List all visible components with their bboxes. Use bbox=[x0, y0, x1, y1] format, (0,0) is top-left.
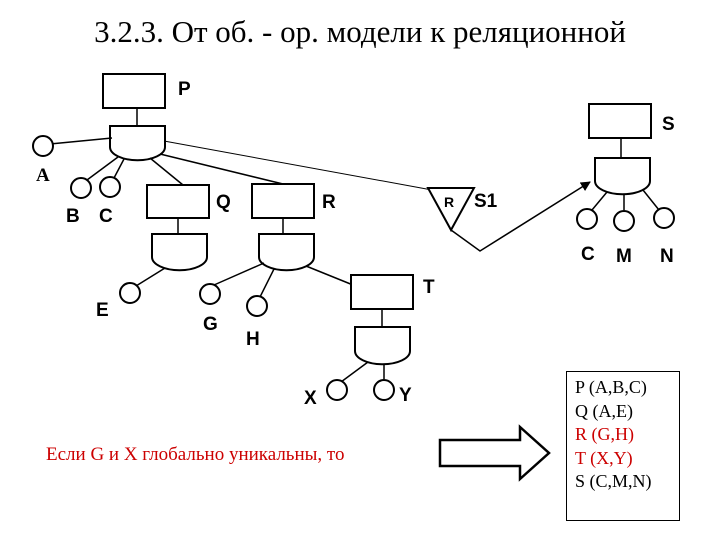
object-r-gate bbox=[258, 233, 315, 272]
object-p: P bbox=[102, 73, 191, 162]
label-x: X bbox=[304, 388, 317, 409]
object-t: T bbox=[350, 274, 435, 366]
link-arrow bbox=[450, 181, 591, 252]
relation-s: S (C,M,N) bbox=[575, 471, 652, 491]
attribute-s-c bbox=[576, 208, 598, 230]
object-s-gate bbox=[594, 157, 651, 196]
object-s: S bbox=[588, 103, 675, 196]
label-h: H bbox=[246, 329, 260, 350]
result-arrow bbox=[438, 424, 551, 482]
label-q: Q bbox=[216, 192, 231, 213]
label-s-n: N bbox=[660, 246, 674, 267]
label-r: R bbox=[322, 192, 336, 213]
object-r: R bbox=[251, 183, 336, 272]
relations-box: P (A,B,C) Q (A,E) R (G,H) T (X,Y) S (C,M… bbox=[566, 371, 680, 521]
label-s-m: M bbox=[616, 246, 632, 267]
attribute-s-m bbox=[613, 210, 635, 232]
label-t: T bbox=[423, 277, 435, 298]
attribute-h bbox=[246, 295, 268, 317]
label-s1: S1 bbox=[474, 191, 498, 212]
label-b: B bbox=[66, 206, 80, 227]
label-s-c: C bbox=[581, 244, 595, 265]
label-s: S bbox=[662, 114, 675, 135]
label-c: C bbox=[99, 206, 113, 227]
object-q-gate bbox=[151, 233, 208, 272]
object-t-box bbox=[350, 274, 414, 310]
attribute-x bbox=[326, 379, 348, 401]
label-y: Y bbox=[399, 385, 412, 406]
attribute-b bbox=[70, 177, 92, 199]
relation-p: P (A,B,C) bbox=[575, 377, 647, 397]
relation-t: T (X,Y) bbox=[575, 447, 633, 468]
object-p-box bbox=[102, 73, 166, 109]
attribute-s-n bbox=[653, 207, 675, 229]
link-triangle bbox=[426, 187, 476, 233]
object-r-box bbox=[251, 183, 315, 219]
relation-r: R (G,H) bbox=[575, 424, 634, 444]
object-q: Q bbox=[146, 184, 231, 272]
label-g: G bbox=[203, 314, 218, 335]
object-q-box bbox=[146, 184, 210, 219]
attribute-c bbox=[99, 176, 121, 198]
relation-q: Q (A,E) bbox=[575, 400, 633, 421]
slide-title: 3.2.3. От об. - ор. модели к реляционной bbox=[94, 14, 626, 49]
condition-text: Если G и X глобально уникальны, то bbox=[46, 444, 345, 465]
attribute-a bbox=[32, 135, 54, 157]
label-p: P bbox=[178, 79, 191, 100]
object-t-gate bbox=[354, 326, 411, 366]
attribute-g bbox=[199, 283, 221, 305]
object-p-gate bbox=[109, 125, 166, 162]
label-e: E bbox=[96, 300, 109, 321]
label-r-triangle: R bbox=[444, 194, 454, 210]
label-a: A bbox=[36, 165, 50, 186]
object-s-box bbox=[588, 103, 652, 139]
attribute-e bbox=[119, 282, 141, 304]
link-r-s1: R S1 bbox=[426, 181, 591, 252]
attribute-y bbox=[373, 379, 395, 401]
